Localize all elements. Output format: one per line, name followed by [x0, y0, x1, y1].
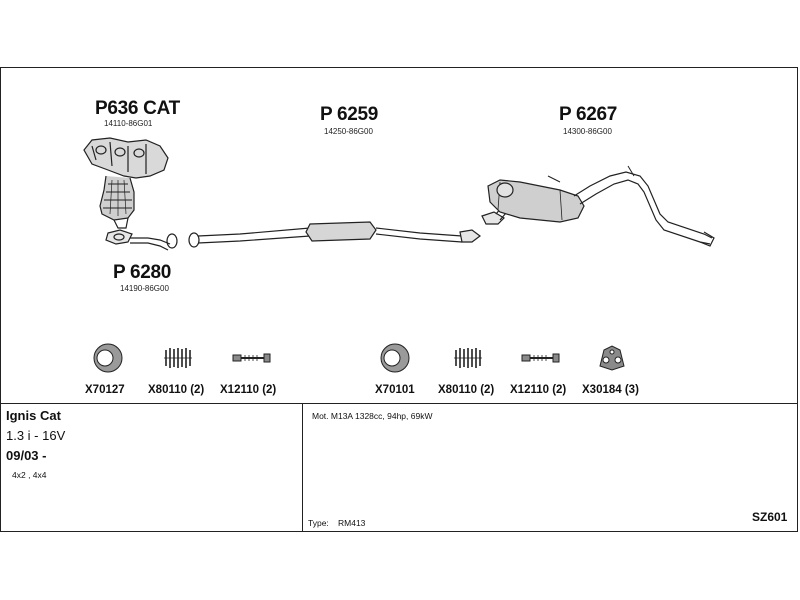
accessory-code[interactable]: X12110 (2)	[510, 384, 567, 396]
diagram-frame	[0, 67, 798, 532]
rear-oem-number: 14300-86G00	[563, 127, 612, 136]
middle-pipe[interactable]	[188, 221, 481, 248]
vehicle-date: 09/03 -	[6, 448, 47, 463]
accessory-code[interactable]: X12110 (2)	[220, 384, 277, 396]
spring-icon	[164, 348, 192, 368]
vehicle-drive: 4x2 , 4x4	[12, 470, 47, 480]
spring-icon	[454, 348, 482, 368]
front-pipe-oem-number: 14190-86G00	[120, 284, 169, 293]
middle-part-code[interactable]: P 6259	[320, 104, 379, 125]
cat-oem-number: 14110-86G01	[104, 119, 153, 128]
accessory-code[interactable]: X30184 (3)	[582, 384, 639, 396]
motor-spec: Mot. M13A 1328cc, 94hp, 69kW	[312, 411, 433, 421]
accessory-code[interactable]: X70101	[375, 384, 415, 396]
vehicle-engine: 1.3 i - 16V	[6, 428, 66, 443]
rear-part-code[interactable]: P 6267	[559, 104, 618, 125]
info-column-divider	[302, 403, 303, 532]
vehicle-model: Ignis Cat	[6, 408, 61, 423]
front-pipe[interactable]	[105, 229, 178, 251]
gasket-ring-icon	[380, 343, 410, 373]
bolt-icon	[232, 353, 271, 363]
rear-silencer[interactable]	[481, 165, 715, 247]
front-pipe-part-code[interactable]: P 6280	[113, 262, 172, 283]
accessory-code[interactable]: X80110 (2)	[148, 384, 205, 396]
catalytic-converter[interactable]	[83, 137, 169, 229]
type-label: Type:	[308, 518, 329, 528]
info-divider	[0, 403, 798, 404]
catalog-code: SZ601	[752, 510, 788, 524]
bolt-icon	[521, 353, 560, 363]
type-value: RM413	[338, 518, 366, 528]
accessory-code[interactable]: X70127	[85, 384, 125, 396]
middle-oem-number: 14250-86G00	[324, 127, 373, 136]
rubber-hanger-icon	[599, 345, 625, 371]
gasket-ring-icon	[93, 343, 123, 373]
cat-part-code[interactable]: P636 CAT	[95, 98, 180, 119]
accessory-code[interactable]: X80110 (2)	[438, 384, 495, 396]
